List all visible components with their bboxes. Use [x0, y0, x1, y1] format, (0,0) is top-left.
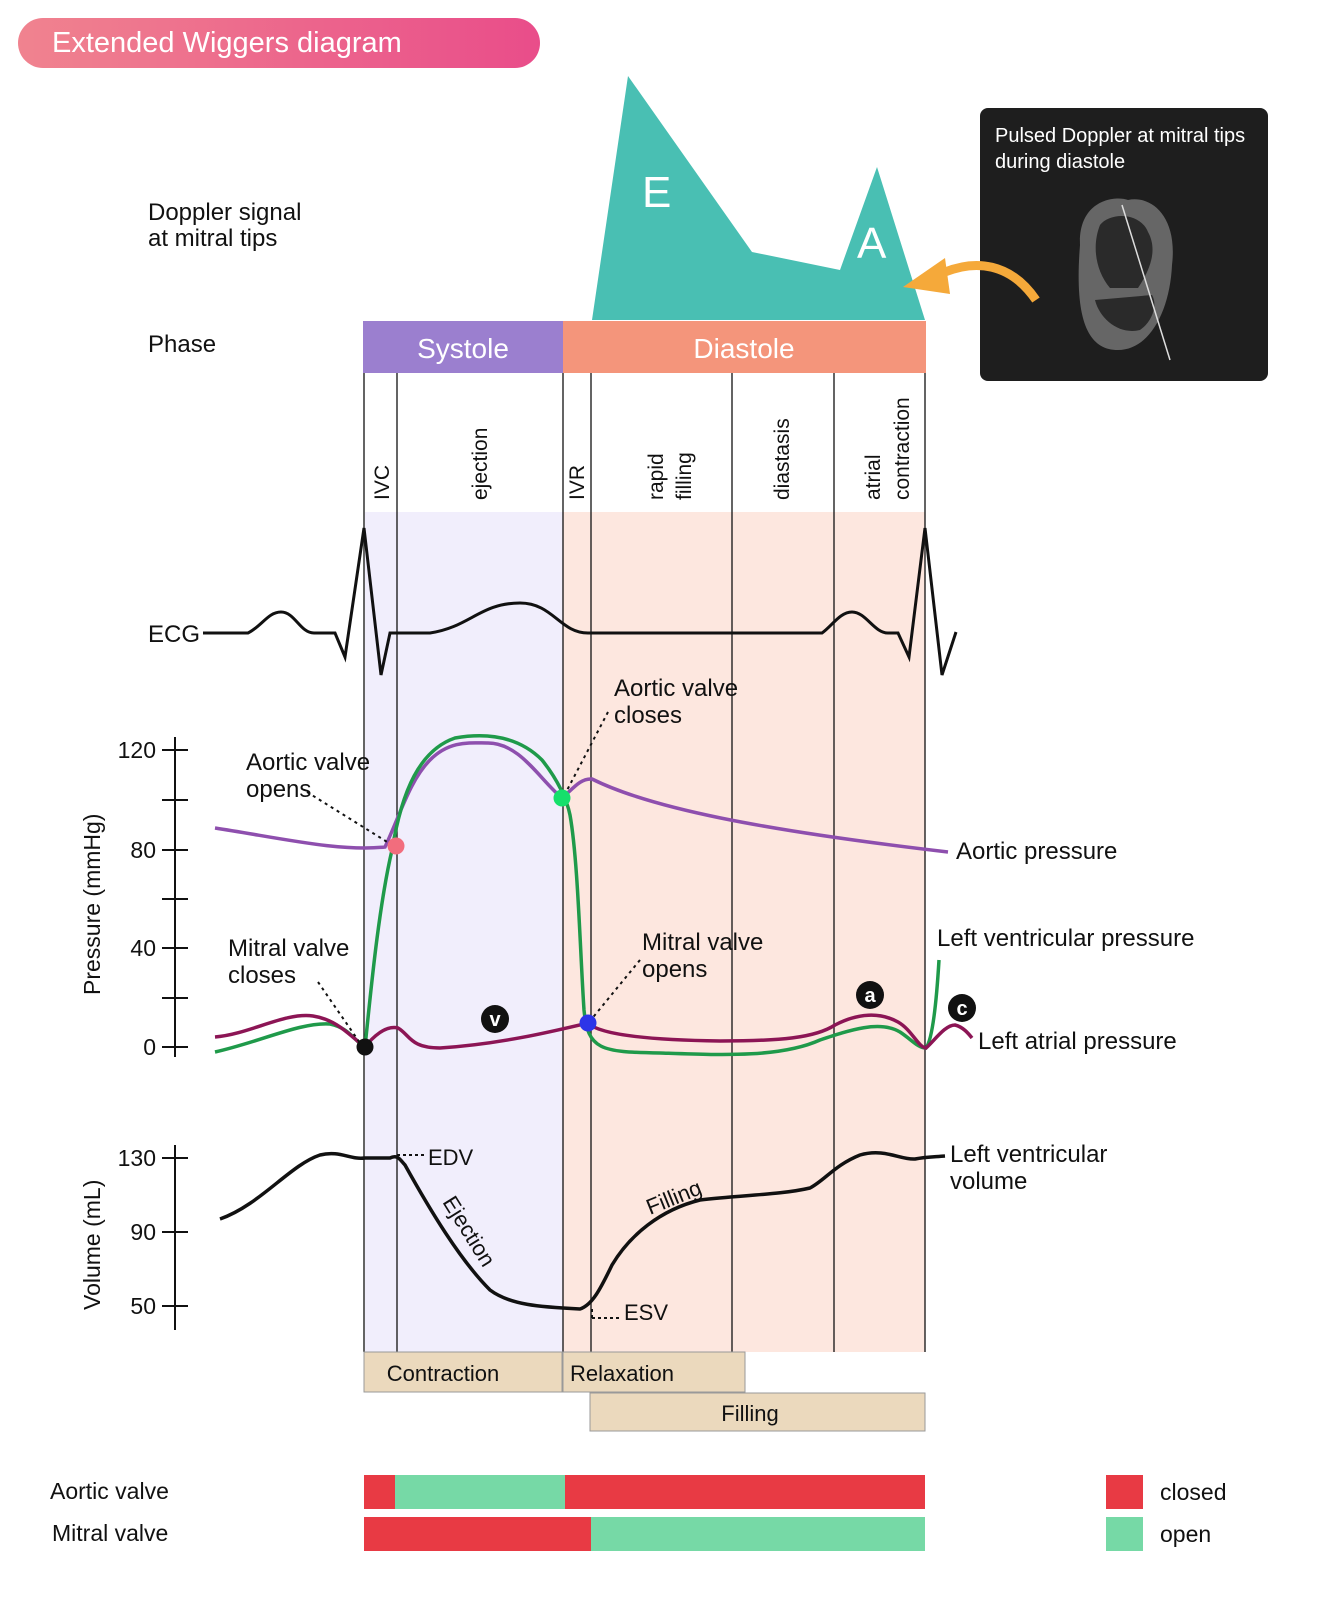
mitral-open [591, 1517, 925, 1551]
filling-bar-label: Filling [721, 1401, 778, 1426]
mitral-closed [364, 1517, 591, 1551]
inset-arrow-head [903, 258, 950, 294]
diastole-label: Diastole [693, 333, 794, 364]
relaxation-label: Relaxation [570, 1361, 674, 1386]
doppler-e-wave: E [642, 168, 671, 217]
legend-closed-label: closed [1160, 1479, 1226, 1505]
doppler-waveform [592, 76, 925, 320]
filling-bar [589, 1392, 926, 1432]
aortic-valve-label: Aortic valve [50, 1478, 169, 1504]
volume-leaders [397, 1154, 622, 1319]
a-wave-badge [856, 981, 884, 1009]
aortic-opens-line1: Aortic valve [246, 749, 370, 776]
title-pill: Extended Wiggers diagram [18, 18, 540, 68]
aortic-opens-label: Aortic valve opens [246, 749, 377, 803]
doppler-a-wave: A [857, 219, 887, 268]
la-pressure-label: Left atrial pressure [978, 1028, 1177, 1055]
diastole-bar [563, 321, 926, 373]
aortic-pressure-label: Aortic pressure [956, 838, 1117, 865]
legend-open-swatch [1106, 1517, 1143, 1551]
mitral-closes-label: Mitral valve closes [228, 935, 356, 989]
aortic-opens-line2: opens [246, 776, 311, 803]
aortic-closes-marker [553, 789, 571, 807]
aortic-closes-line1: Aortic valve [614, 675, 738, 702]
esv-label: ESV [624, 1300, 668, 1325]
legend-closed-swatch [1106, 1475, 1143, 1509]
mitral-opens-line1: Mitral valve [642, 929, 763, 956]
aortic-closed-1 [364, 1475, 395, 1509]
pressure-tick-0: 0 [143, 1034, 156, 1060]
volume-axis-label: Volume (mL) [79, 1180, 105, 1310]
systole-shade [365, 512, 563, 1352]
systole-label: Systole [417, 333, 509, 364]
lv-pressure-label: Left ventricular pressure [937, 925, 1194, 952]
volume-tick-50: 50 [130, 1293, 156, 1319]
volume-tick-90: 90 [130, 1219, 156, 1245]
mitral-closes-line1: Mitral valve [228, 935, 349, 962]
inset-line-2: during diastole [995, 151, 1125, 173]
pressure-axis-label: Pressure (mmHg) [79, 814, 105, 995]
v-wave-label: v [489, 1009, 501, 1031]
volume-tick-130: 130 [118, 1145, 156, 1171]
mitral-opens-label: Mitral valve opens [642, 929, 770, 983]
ecg-trace [203, 527, 958, 676]
subphase-ejection: ejection [469, 428, 492, 500]
subphase-ivc: IVC [371, 465, 394, 500]
contraction-label: Contraction [387, 1361, 500, 1386]
edv-label: EDV [428, 1145, 474, 1170]
contraction-bar [363, 1351, 563, 1393]
pressure-axis [162, 737, 188, 1057]
lv-volume-line2: volume [950, 1168, 1027, 1195]
inset-arrow [943, 261, 1040, 303]
aortic-opens-marker [387, 837, 405, 855]
doppler-label-2: at mitral tips [148, 225, 277, 252]
lv-volume-curve [219, 1151, 946, 1311]
volume-axis [162, 1145, 188, 1330]
lv-pressure-curve [214, 734, 941, 1057]
doppler-label-1: Doppler signal [148, 199, 301, 226]
diastole-shade [563, 512, 925, 1352]
inset-line-1: Pulsed Doppler at mitral tips [995, 125, 1245, 147]
lv-volume-line1: Left ventricular [950, 1141, 1107, 1168]
mitral-closes-marker [356, 1038, 374, 1056]
legend-open-label: open [1160, 1521, 1211, 1547]
pressure-tick-40: 40 [130, 935, 156, 961]
pressure-tick-80: 80 [130, 837, 156, 863]
aortic-open [395, 1475, 565, 1509]
c-wave-label: c [956, 998, 967, 1020]
relaxation-bar [562, 1351, 746, 1393]
aortic-pressure-curve [214, 741, 949, 854]
aortic-closes-label: Aortic valve closes [614, 675, 745, 729]
leader-lines [306, 711, 641, 1044]
mitral-valve-label: Mitral valve [52, 1520, 168, 1546]
phase-label: Phase [148, 331, 216, 358]
mitral-closes-line2: closes [228, 962, 296, 989]
mitral-opens-line2: opens [642, 956, 707, 983]
ecg-label: ECG [148, 621, 200, 648]
subphase-ivr: IVR [566, 465, 589, 500]
v-wave-badge [481, 1005, 509, 1033]
mitral-opens-marker [579, 1014, 597, 1032]
pressure-tick-120: 120 [118, 737, 156, 763]
c-wave-badge [948, 994, 976, 1022]
subphase-diastasis: diastasis [771, 418, 794, 500]
a-wave-label: a [864, 985, 876, 1007]
systole-bar [363, 321, 563, 373]
lv-volume-label: Left ventricular volume [950, 1141, 1114, 1195]
heart-echo-icon [1078, 198, 1173, 361]
aortic-closed-2 [565, 1475, 925, 1509]
aortic-closes-line2: closes [614, 702, 682, 729]
page-title: Extended Wiggers diagram [52, 27, 402, 59]
